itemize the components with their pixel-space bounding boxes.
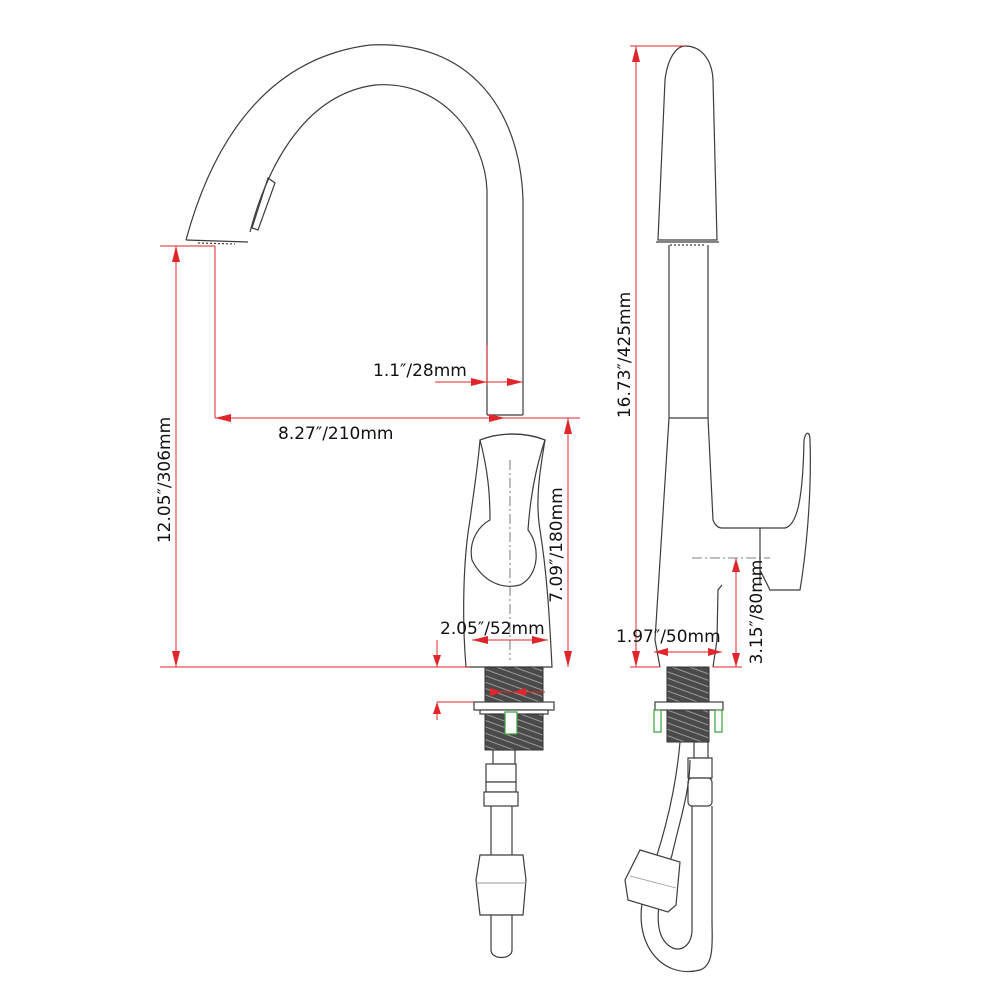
bolt bbox=[653, 709, 662, 733]
dim-label-handle-height: 3.15″/80mm bbox=[747, 560, 767, 665]
spout-outer-line bbox=[185, 44, 524, 415]
lower-shank bbox=[666, 709, 710, 743]
spray-button-icon bbox=[251, 177, 276, 231]
arrow-icon bbox=[532, 636, 548, 644]
dim-label-total-height: 16.73″/425mm bbox=[615, 292, 635, 418]
side-view: 16.73″/425mm 1.97″/50mm 3.15″/80mm bbox=[615, 45, 811, 973]
handle-lever bbox=[470, 433, 546, 587]
arrow-icon bbox=[507, 378, 523, 386]
arrow-icon bbox=[471, 378, 487, 386]
arrow-icon bbox=[172, 651, 180, 667]
arrow-icon bbox=[564, 418, 572, 434]
dim-label-spout-diameter: 1.1″/28mm bbox=[373, 361, 467, 381]
hose bbox=[490, 806, 513, 959]
hose-loop bbox=[640, 741, 713, 973]
arrow-icon bbox=[172, 246, 180, 262]
threaded-shank bbox=[484, 666, 544, 703]
arrow-icon bbox=[654, 648, 668, 656]
hose-coupling bbox=[485, 781, 517, 793]
arrow-icon bbox=[490, 688, 503, 696]
spout-tube bbox=[668, 245, 709, 418]
arrow-icon bbox=[433, 702, 441, 714]
arrow-icon bbox=[489, 414, 505, 422]
arrow-icon bbox=[513, 688, 526, 696]
side-handle bbox=[759, 432, 811, 591]
hose-fitting-upper bbox=[492, 749, 516, 765]
hose-nut bbox=[485, 763, 517, 783]
front-view: 12.05″/306mm 8.27″/210mm 1.1″/28mm 7.09″… bbox=[155, 44, 580, 959]
mounting-plate bbox=[654, 701, 724, 711]
arrow-icon bbox=[215, 414, 231, 422]
mounting-plate bbox=[473, 701, 555, 711]
threaded-shank bbox=[666, 666, 710, 703]
spray-head bbox=[657, 45, 718, 241]
spray-head-bottom bbox=[185, 239, 249, 243]
arrow-icon bbox=[632, 46, 640, 62]
bolt bbox=[504, 711, 518, 735]
arrow-icon bbox=[732, 558, 740, 572]
bolt bbox=[714, 709, 723, 733]
dim-label-spout-height: 12.05″/306mm bbox=[155, 417, 175, 543]
arrow-icon bbox=[708, 648, 722, 656]
quick-connect bbox=[483, 791, 519, 807]
spout-inner-line bbox=[249, 84, 488, 415]
dim-label-base-diameter: 2.05″/52mm bbox=[440, 619, 545, 639]
arrow-icon bbox=[564, 651, 572, 667]
spray-nozzles bbox=[197, 242, 236, 245]
dim-label-body-height: 7.09″/180mm bbox=[547, 487, 567, 603]
hose-nut bbox=[687, 757, 713, 779]
arrow-icon bbox=[433, 655, 441, 667]
hose-weight bbox=[475, 854, 527, 916]
hose-inner bbox=[657, 759, 693, 950]
arrow-icon bbox=[472, 636, 488, 644]
quick-connect bbox=[687, 777, 713, 807]
hose-weight bbox=[624, 849, 681, 913]
arrow-icon bbox=[632, 651, 640, 667]
arrow-icon bbox=[732, 653, 740, 667]
dim-label-side-base: 1.97″/50mm bbox=[616, 627, 721, 647]
dim-label-spout-reach: 8.27″/210mm bbox=[278, 424, 394, 444]
